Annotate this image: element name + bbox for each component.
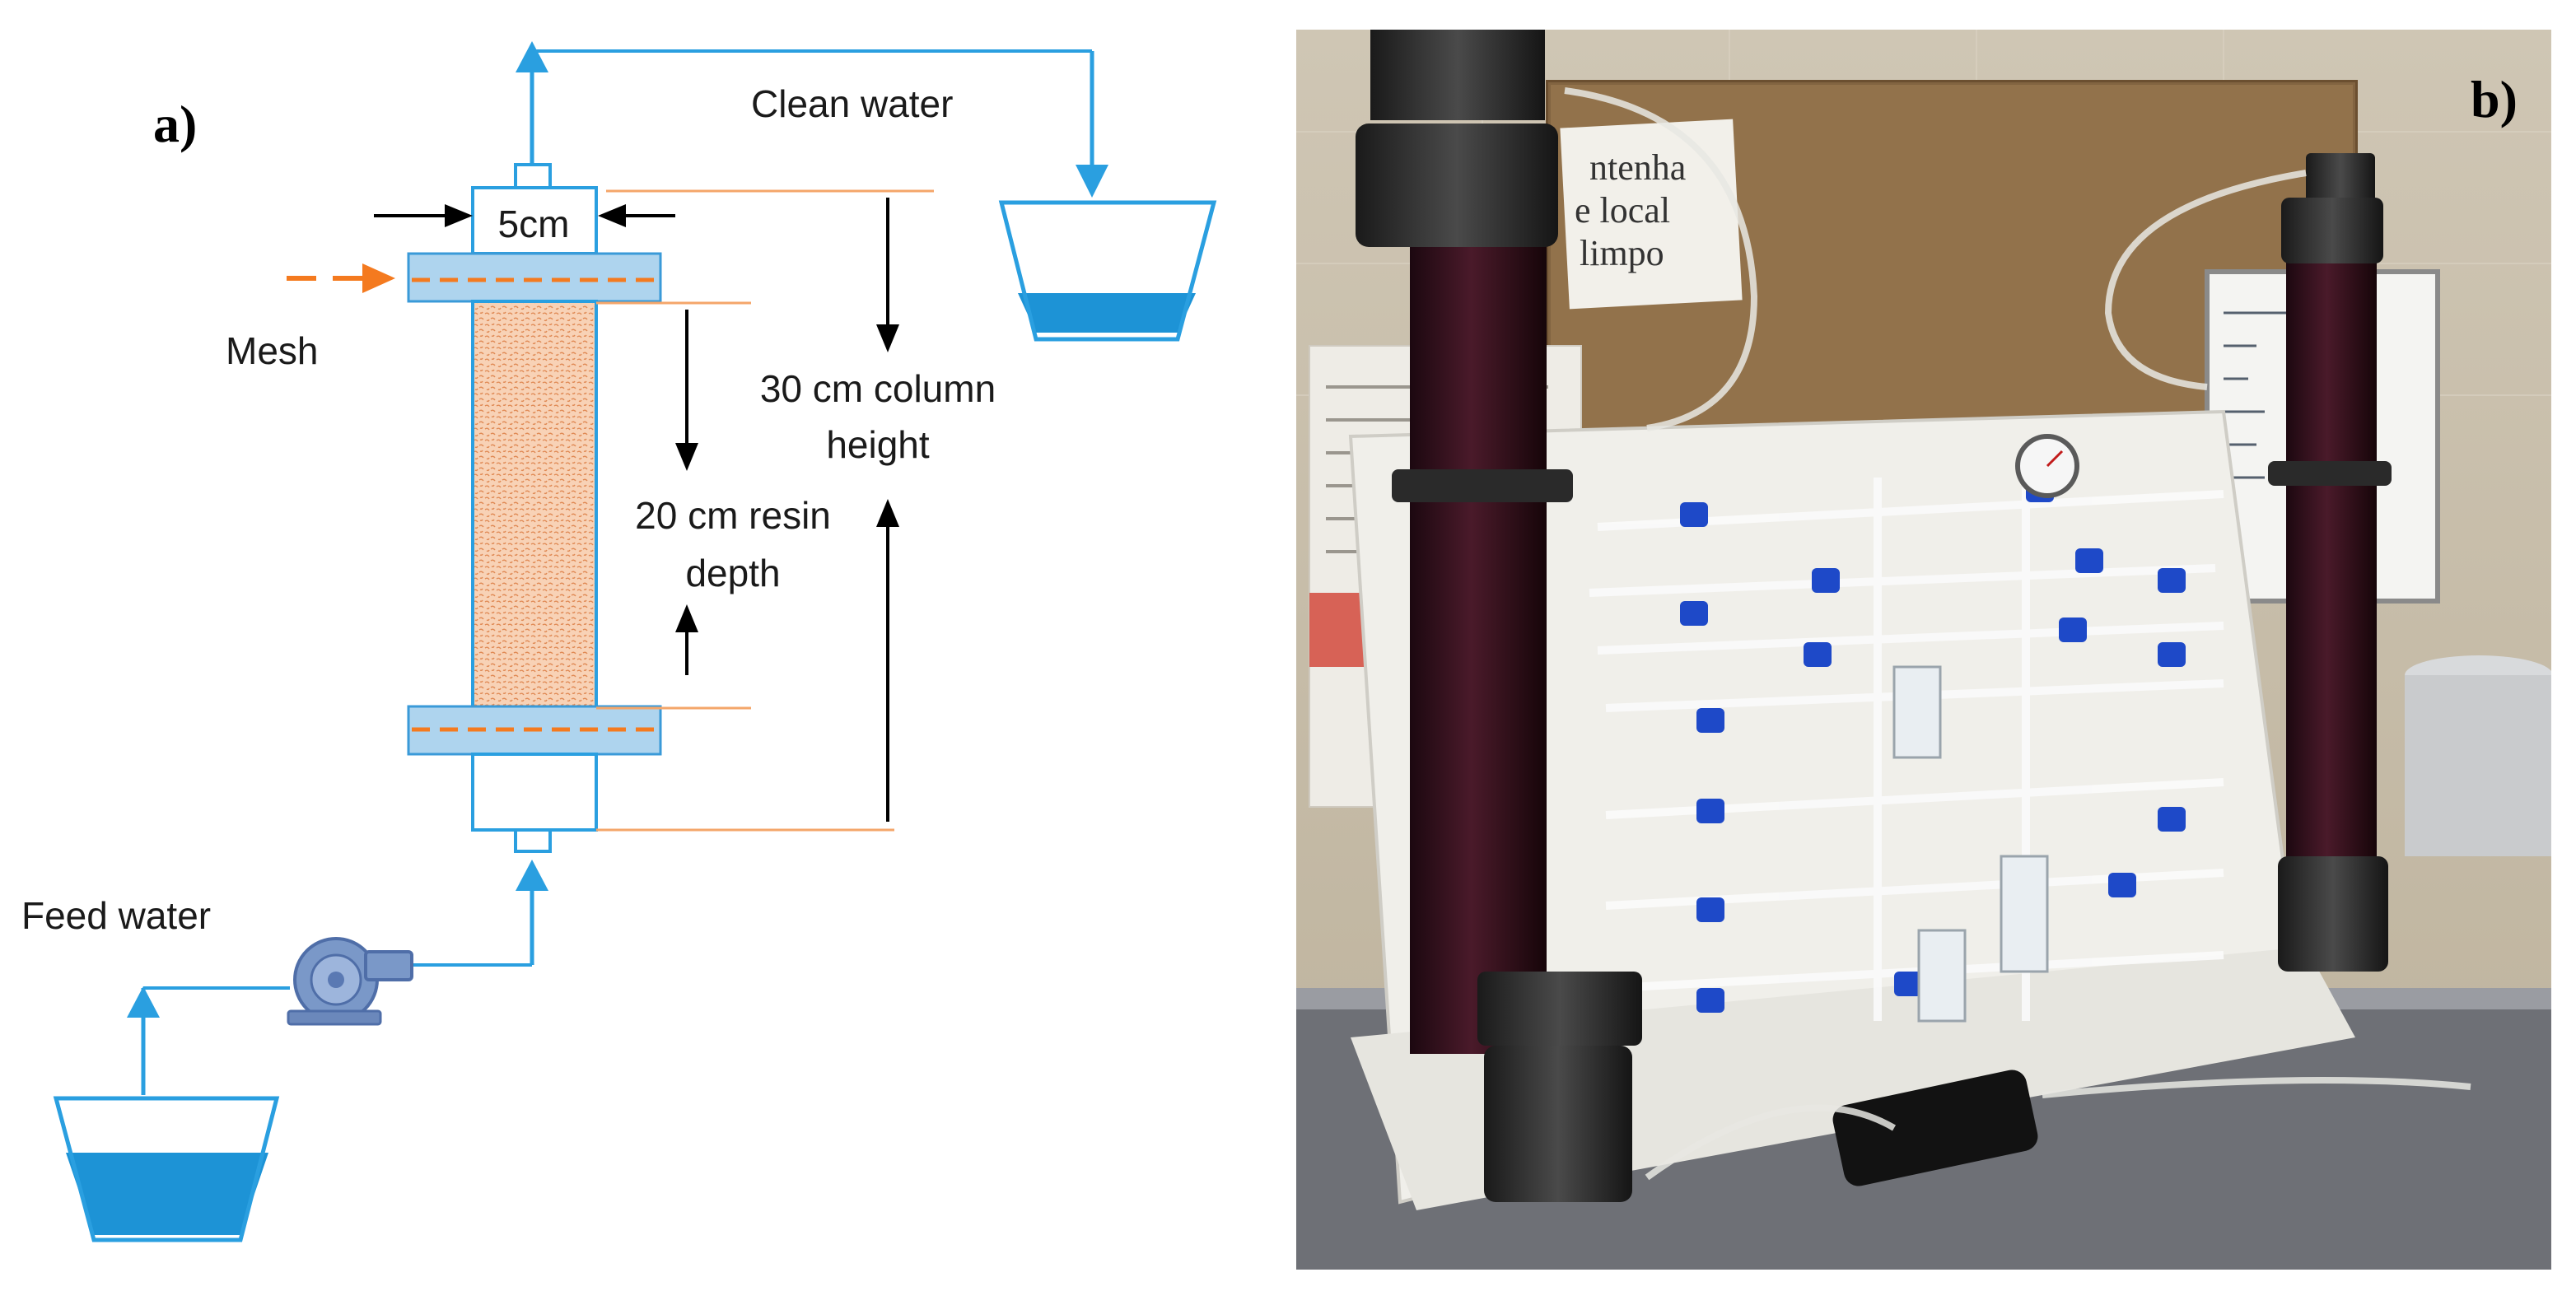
right-resin-column bbox=[2268, 153, 2392, 972]
top-nozzle bbox=[514, 163, 552, 189]
left-resin-column bbox=[1356, 30, 1642, 1202]
clean-water-bucket bbox=[998, 200, 1217, 342]
photo-panel-b: ntenha e local limpo bbox=[1296, 30, 2551, 1270]
outlet-pipe bbox=[516, 41, 1108, 198]
flowmeter-2 bbox=[2000, 855, 2049, 973]
panel-label-b: b) bbox=[2471, 70, 2518, 128]
feed-water-bucket bbox=[53, 1096, 280, 1242]
mesh-label: Mesh bbox=[226, 329, 318, 372]
top-flange bbox=[407, 252, 662, 303]
clean-water-label: Clean water bbox=[751, 82, 953, 125]
flowmeter-3 bbox=[1917, 929, 1967, 1023]
feed-pipe bbox=[127, 860, 548, 1095]
diameter-label: 5cm bbox=[498, 203, 570, 245]
column-height-arrows bbox=[876, 198, 899, 822]
sign-paper bbox=[1560, 119, 1743, 310]
mesh-pointer-arrow bbox=[287, 263, 395, 293]
resin-depth-label-line2: depth bbox=[685, 552, 780, 594]
sign-line-2: e local bbox=[1575, 190, 1670, 231]
reference-ticks bbox=[596, 189, 934, 832]
pump-icon bbox=[287, 937, 413, 1026]
resin-bed bbox=[474, 303, 595, 706]
bottom-cap bbox=[471, 753, 598, 832]
bottom-nozzle bbox=[514, 828, 552, 853]
resin-depth-label-line1: 20 cm resin bbox=[635, 494, 831, 537]
sign-line-3: limpo bbox=[1580, 233, 1664, 273]
sign-line-1: ntenha bbox=[1589, 147, 1686, 188]
diameter-arrows bbox=[374, 204, 675, 227]
column-height-label-line1: 30 cm column bbox=[760, 367, 996, 410]
column-height-label-line2: height bbox=[826, 423, 930, 466]
resin-depth-arrows bbox=[675, 310, 698, 675]
feed-water-label: Feed water bbox=[21, 894, 211, 937]
panel-label-a: a) bbox=[153, 95, 197, 153]
diaphragm-pump bbox=[1832, 1070, 2038, 1186]
diagram-panel-a: a) Clean water 5cm bbox=[21, 41, 1217, 1242]
flowmeter-1 bbox=[1892, 665, 1942, 759]
